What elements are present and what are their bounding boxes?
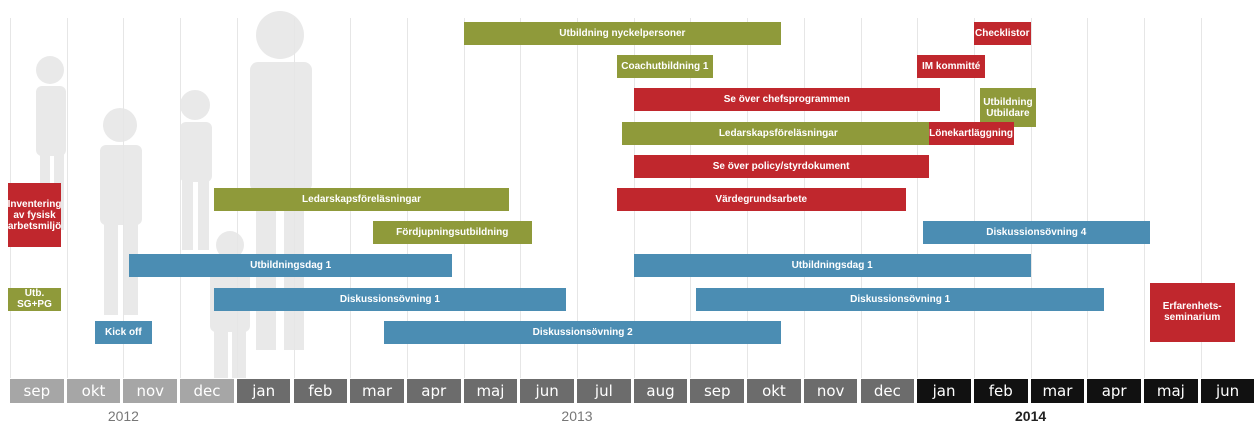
month-label-mar: mar <box>1030 379 1085 403</box>
gridline <box>917 18 919 378</box>
activity-bar: Inventering av fysisk arbetsmiljö <box>8 183 62 248</box>
month-label-jun: jun <box>520 379 574 403</box>
activity-bar: Ledarskapsföreläsningar <box>214 188 509 211</box>
gridline <box>1030 18 1032 378</box>
activity-bar: Utbildning Utbildare <box>979 88 1037 128</box>
gridline <box>66 18 68 378</box>
activity-bar: Utbildningsdag 1 <box>633 254 1031 278</box>
year-label-2013: 2013 <box>561 408 593 424</box>
activity-bar: Checklistor <box>973 22 1031 45</box>
activity-bar: IM kommitté <box>917 55 986 79</box>
activity-bar: Utbildning nyckelpersoner <box>463 22 782 45</box>
year-label-2014: 2014 <box>1015 408 1047 424</box>
activity-bar: Coachutbildning 1 <box>616 55 714 79</box>
month-label-apr: apr <box>406 379 461 403</box>
activity-bar: Se över policy/styrdokument <box>633 154 929 178</box>
gridline <box>1144 18 1145 378</box>
activity-bar: Fördjupningsutbildning <box>372 221 532 245</box>
month-label-nov: nov <box>123 379 178 403</box>
activity-bar: Lönekartläggning <box>928 121 1014 145</box>
activity-bar: Diskussionsövning 1 <box>696 287 1105 311</box>
year-label-2012: 2012 <box>107 408 139 424</box>
month-label-dec: dec <box>860 379 915 403</box>
gridline <box>577 18 578 378</box>
activity-bar: Kick off <box>95 320 152 344</box>
month-label-dec: dec <box>180 379 234 403</box>
activity-bar: Ledarskapsföreläsningar <box>622 121 935 145</box>
gridline <box>973 18 975 378</box>
activity-bar: Utbildningsdag 1 <box>129 254 453 278</box>
gridline <box>520 18 522 378</box>
activity-bar: Diskussionsövning 2 <box>384 320 782 344</box>
month-label-aug: aug <box>633 379 688 403</box>
activity-bar: Diskussionsövning 4 <box>922 221 1150 245</box>
activity-bar: Diskussionsövning 1 <box>214 287 566 311</box>
gridline <box>1200 18 1202 378</box>
month-label-jan: jan <box>236 379 291 403</box>
month-label-jan: jan <box>917 379 971 403</box>
activity-bar: Erfarenhets-seminarium <box>1149 282 1235 342</box>
month-label-okt: okt <box>66 379 121 403</box>
month-label-mar: mar <box>350 379 404 403</box>
month-label-jun: jun <box>1200 379 1255 403</box>
month-label-nov: nov <box>803 379 858 403</box>
gridline <box>1087 18 1089 378</box>
gridline <box>123 18 125 378</box>
gridline <box>180 18 182 378</box>
month-label-apr: apr <box>1087 379 1141 403</box>
month-label-okt: okt <box>747 379 801 403</box>
month-label-maj: maj <box>1144 379 1198 403</box>
month-label-sep: sep <box>10 379 64 403</box>
month-label-feb: feb <box>973 379 1028 403</box>
activity-bar: Se över chefsprogrammen <box>633 88 940 112</box>
month-label-sep: sep <box>690 379 745 403</box>
activity-bar: Utb. SG+PG <box>8 287 62 311</box>
activity-bar: Värdegrundsarbete <box>616 188 906 211</box>
month-label-jul: jul <box>577 379 631 403</box>
month-label-maj: maj <box>463 379 518 403</box>
month-label-feb: feb <box>293 379 348 403</box>
